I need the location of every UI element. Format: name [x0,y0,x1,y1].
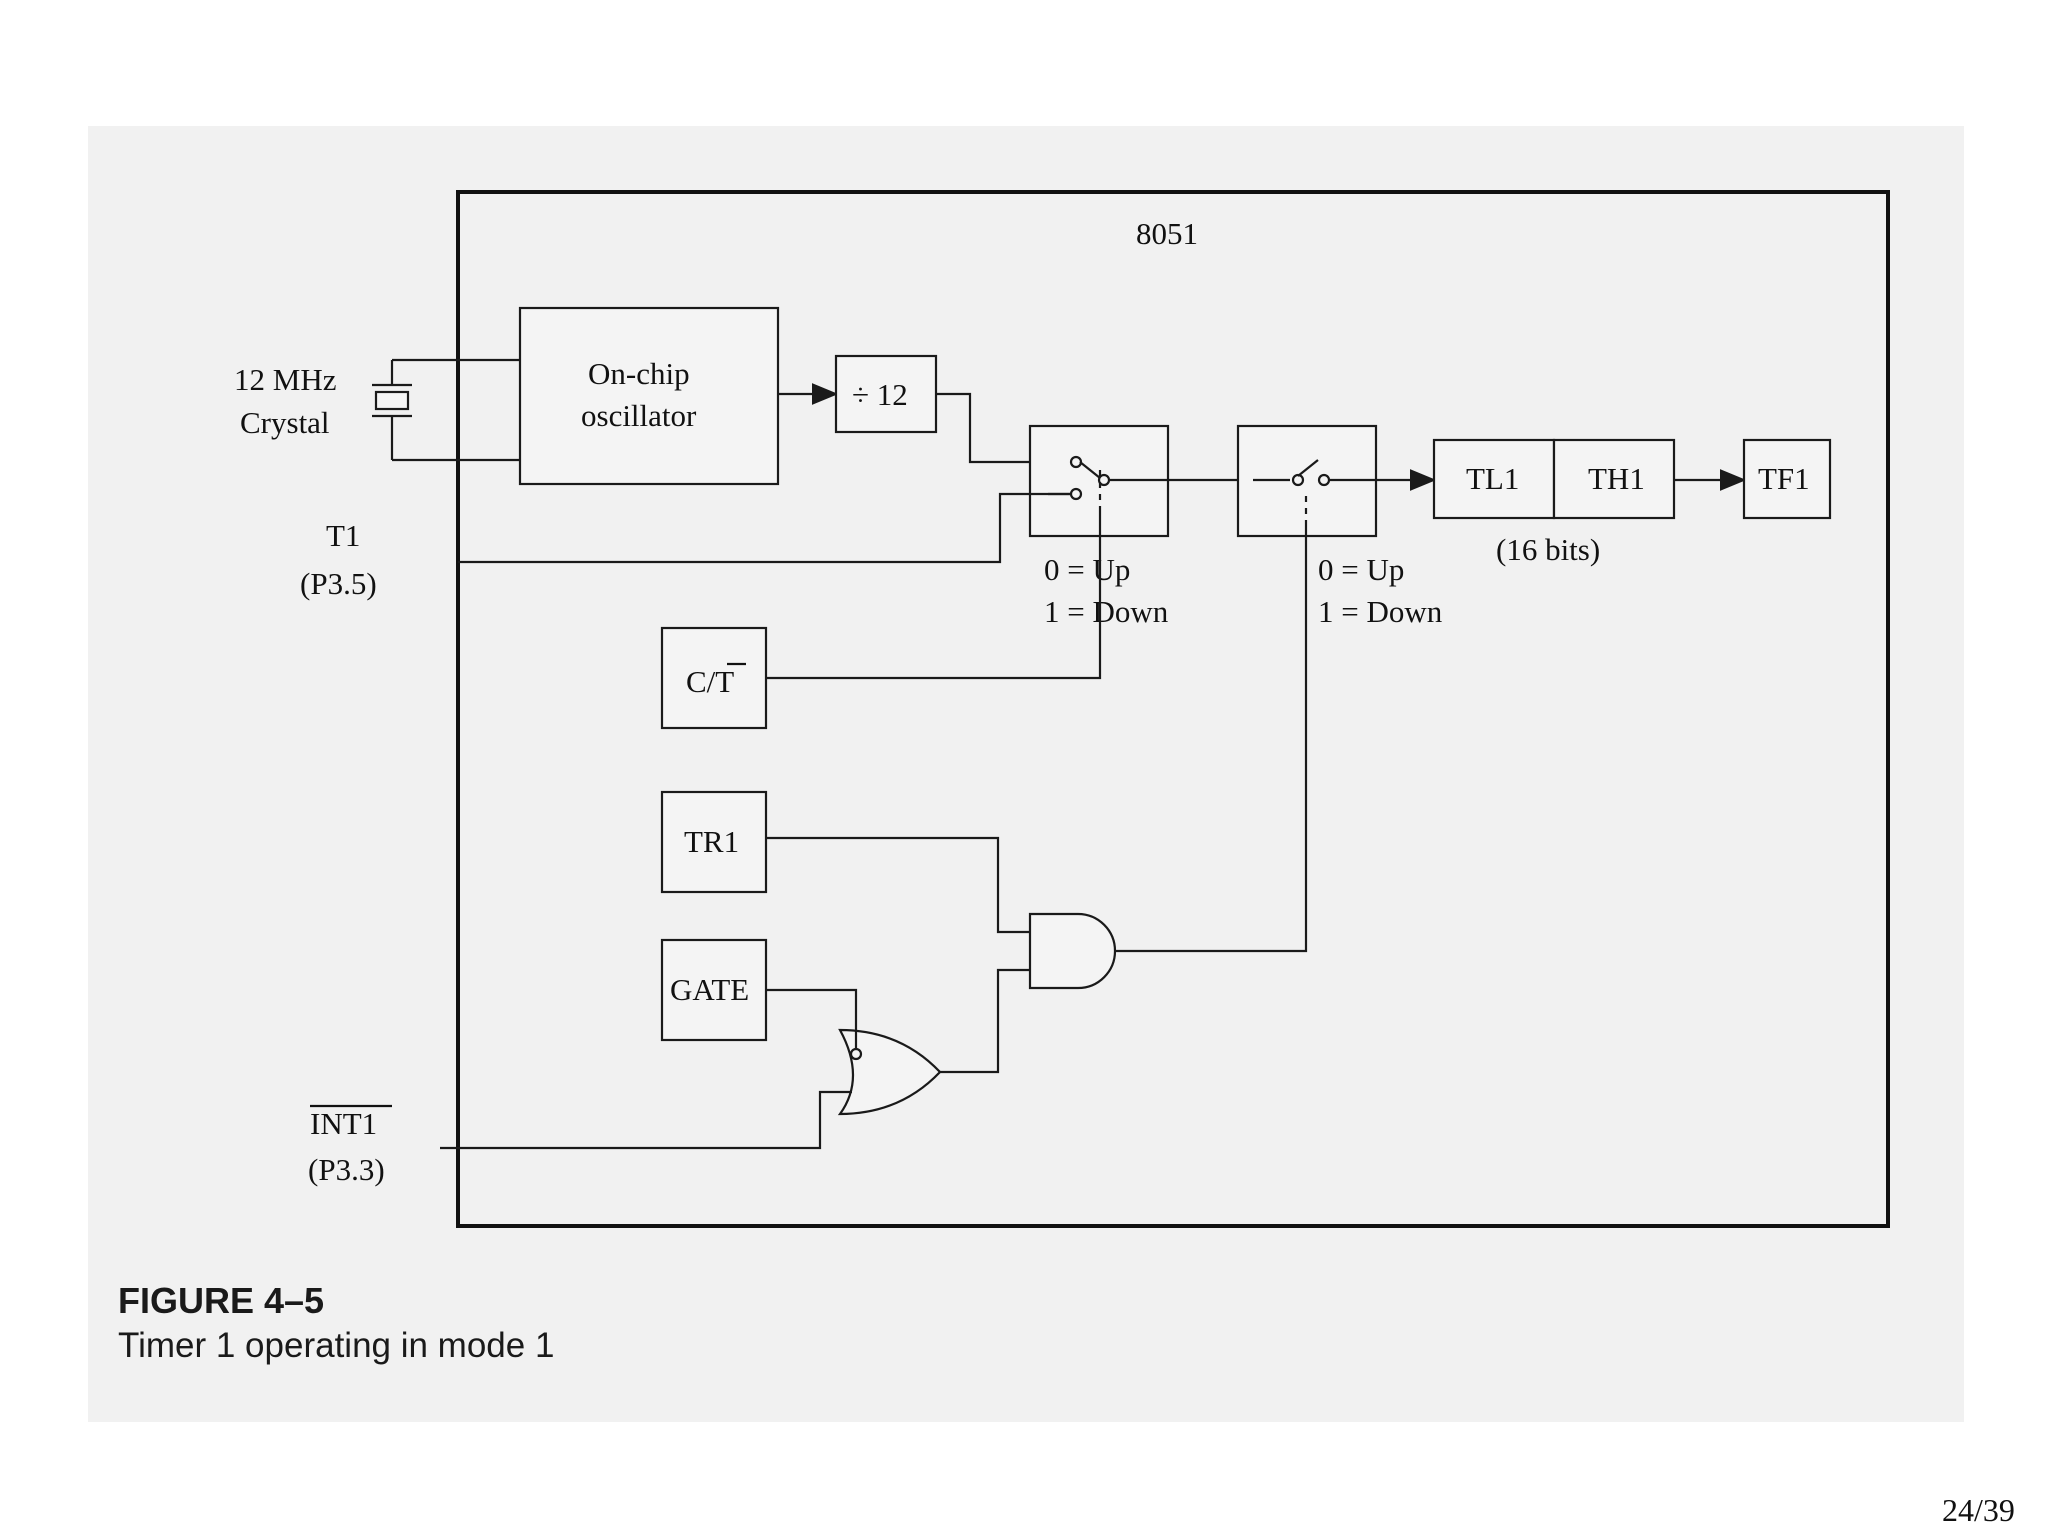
and-gate [1028,912,1117,990]
tf1-box [1742,438,1832,520]
or-gate [837,1028,942,1116]
counter-bits-label: (16 bits) [1496,532,1600,567]
switch1-label-2: 1 = Down [1044,594,1169,629]
chip-label: 8051 [1136,216,1198,251]
oscillator-box [518,306,780,486]
th1-label: TH1 [1588,461,1645,496]
tr1-label: TR1 [684,824,739,859]
switch1-label-1: 0 = Up [1044,552,1130,587]
t1-pin-label-1: T1 [326,518,360,553]
oscillator-label-2: oscillator [581,398,697,433]
ct-label: C/T [686,664,734,699]
divider-label: ÷ 12 [852,377,908,412]
gate-label: GATE [670,972,749,1007]
crystal-label-2: Crystal [240,405,330,440]
th1-box [1552,438,1676,520]
figure-title: Timer 1 operating in mode 1 [118,1326,555,1365]
int1-pin-label-2: (P3.3) [308,1152,385,1187]
slide-background [88,126,1964,1422]
chip-outline [456,190,1890,1228]
tr1-box [660,790,768,894]
divider-box [834,354,938,434]
switch2-label-1: 0 = Up [1318,552,1404,587]
page-number: 24/39 [1942,1492,2015,1528]
int1-pin-label-1: INT1 [310,1106,377,1141]
figure-number: FIGURE 4–5 [118,1280,325,1321]
tf1-label: TF1 [1758,461,1810,496]
ct-box [660,626,768,730]
figure-caption: FIGURE 4–5 Timer 1 operating in mode 1 [118,1280,554,1366]
crystal-label-1: 12 MHz [234,362,336,397]
oscillator-label-1: On-chip [588,356,690,391]
tl1-label: TL1 [1466,461,1519,496]
t1-pin-label-2: (P3.5) [300,566,377,601]
switch2-label-2: 1 = Down [1318,594,1443,629]
crystal-icon [372,358,520,462]
